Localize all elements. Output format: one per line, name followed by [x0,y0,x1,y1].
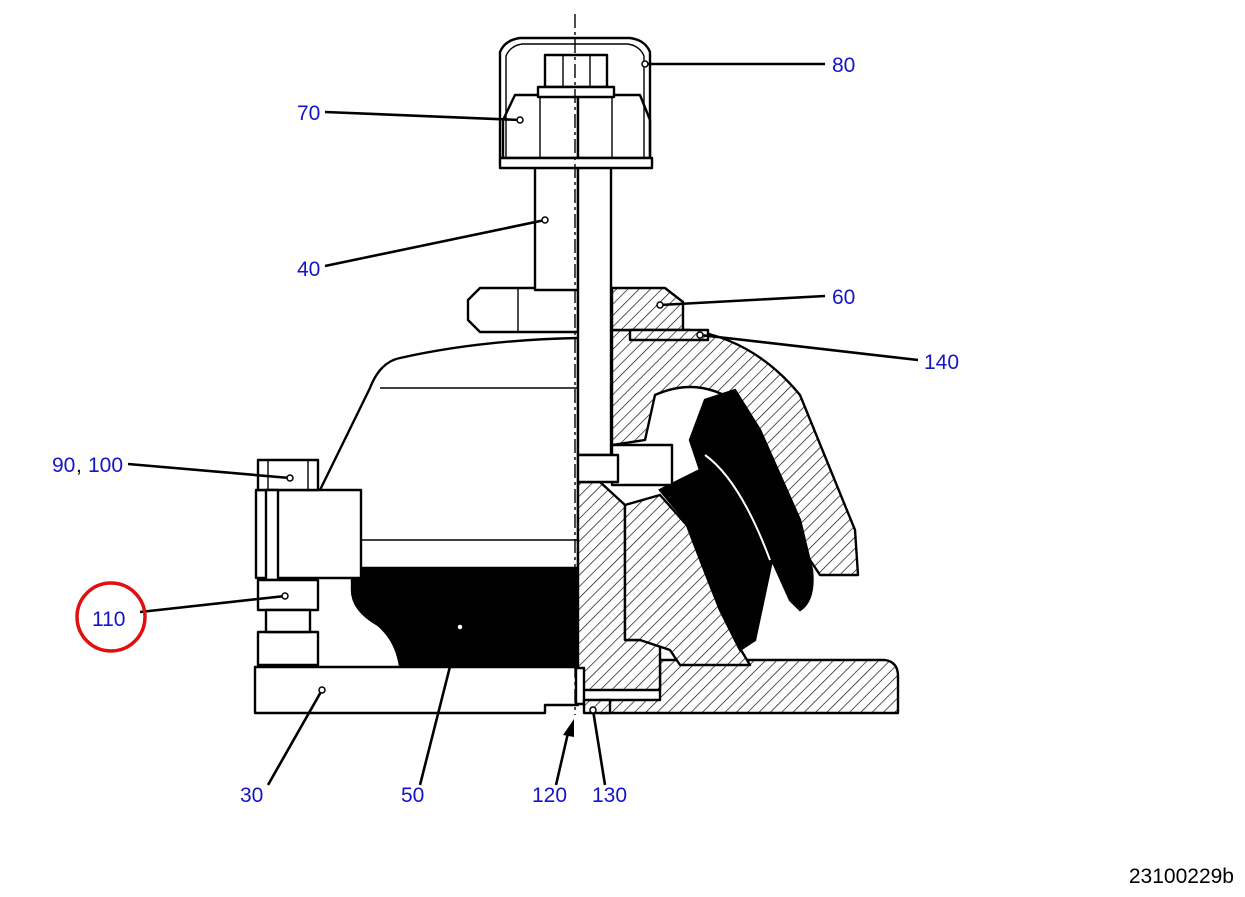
nut-110-lower [256,630,320,667]
middle-casting-section [623,493,752,667]
callout-40: 40 [297,258,320,281]
callout-30: 30 [240,784,263,807]
highlight-circle-110 [75,581,147,653]
stud-40 [533,163,580,292]
callout-110: 110 [92,608,125,631]
callout-130: 130 [592,784,627,807]
top-bolt-head [543,53,609,89]
cover-cap-80 [498,36,652,158]
callout-80: 80 [832,54,855,77]
housing-nut [466,286,580,334]
part-120 [574,666,586,706]
part-130 [582,698,612,715]
drawing-number: 23100229b [1129,865,1234,888]
rubber-section [658,388,814,652]
callout-separator: , [76,454,82,477]
base-plate-left [253,665,580,715]
callout-70: 70 [297,102,320,125]
callout-90: 90 [52,454,75,477]
washer-60 [610,286,685,332]
callout-100: 100 [88,454,123,477]
callout-140: 140 [924,351,959,374]
callout-60: 60 [832,286,855,309]
stud-shank [264,488,280,582]
callout-50: 50 [401,784,424,807]
callout-120: 120 [532,784,567,807]
rubber-element-left [350,566,580,668]
